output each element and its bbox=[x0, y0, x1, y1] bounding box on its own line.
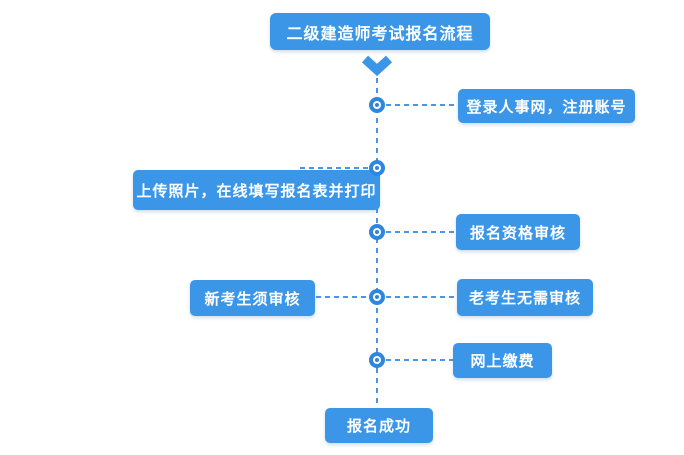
step-box-new-examinee-review: 新考生须审核 bbox=[190, 280, 315, 316]
flow-node-icon bbox=[369, 160, 385, 176]
step-box-login-register: 登录人事网，注册账号 bbox=[458, 89, 635, 123]
step-box-old-examinee-no-review: 老考生无需审核 bbox=[457, 279, 593, 316]
connector-step2 bbox=[300, 167, 370, 169]
flow-node-icon bbox=[369, 97, 385, 113]
flow-node-icon bbox=[369, 289, 385, 305]
connector-step4-right bbox=[386, 296, 457, 298]
chevron-down-icon bbox=[360, 55, 394, 81]
end-box-registration-success: 报名成功 bbox=[325, 408, 433, 443]
connector-step5 bbox=[386, 359, 453, 361]
flow-node-icon bbox=[369, 224, 385, 240]
flow-connector-spine bbox=[376, 78, 378, 408]
step-box-qualification-review: 报名资格审核 bbox=[456, 214, 580, 250]
step-box-upload-photo: 上传照片，在线填写报名表并打印 bbox=[133, 170, 380, 210]
step-box-online-payment: 网上缴费 bbox=[453, 343, 552, 378]
connector-step4-left bbox=[316, 296, 369, 298]
connector-step1 bbox=[386, 104, 458, 106]
flow-node-icon bbox=[369, 352, 385, 368]
flowchart-title-box: 二级建造师考试报名流程 bbox=[270, 13, 490, 50]
connector-step3 bbox=[386, 231, 456, 233]
